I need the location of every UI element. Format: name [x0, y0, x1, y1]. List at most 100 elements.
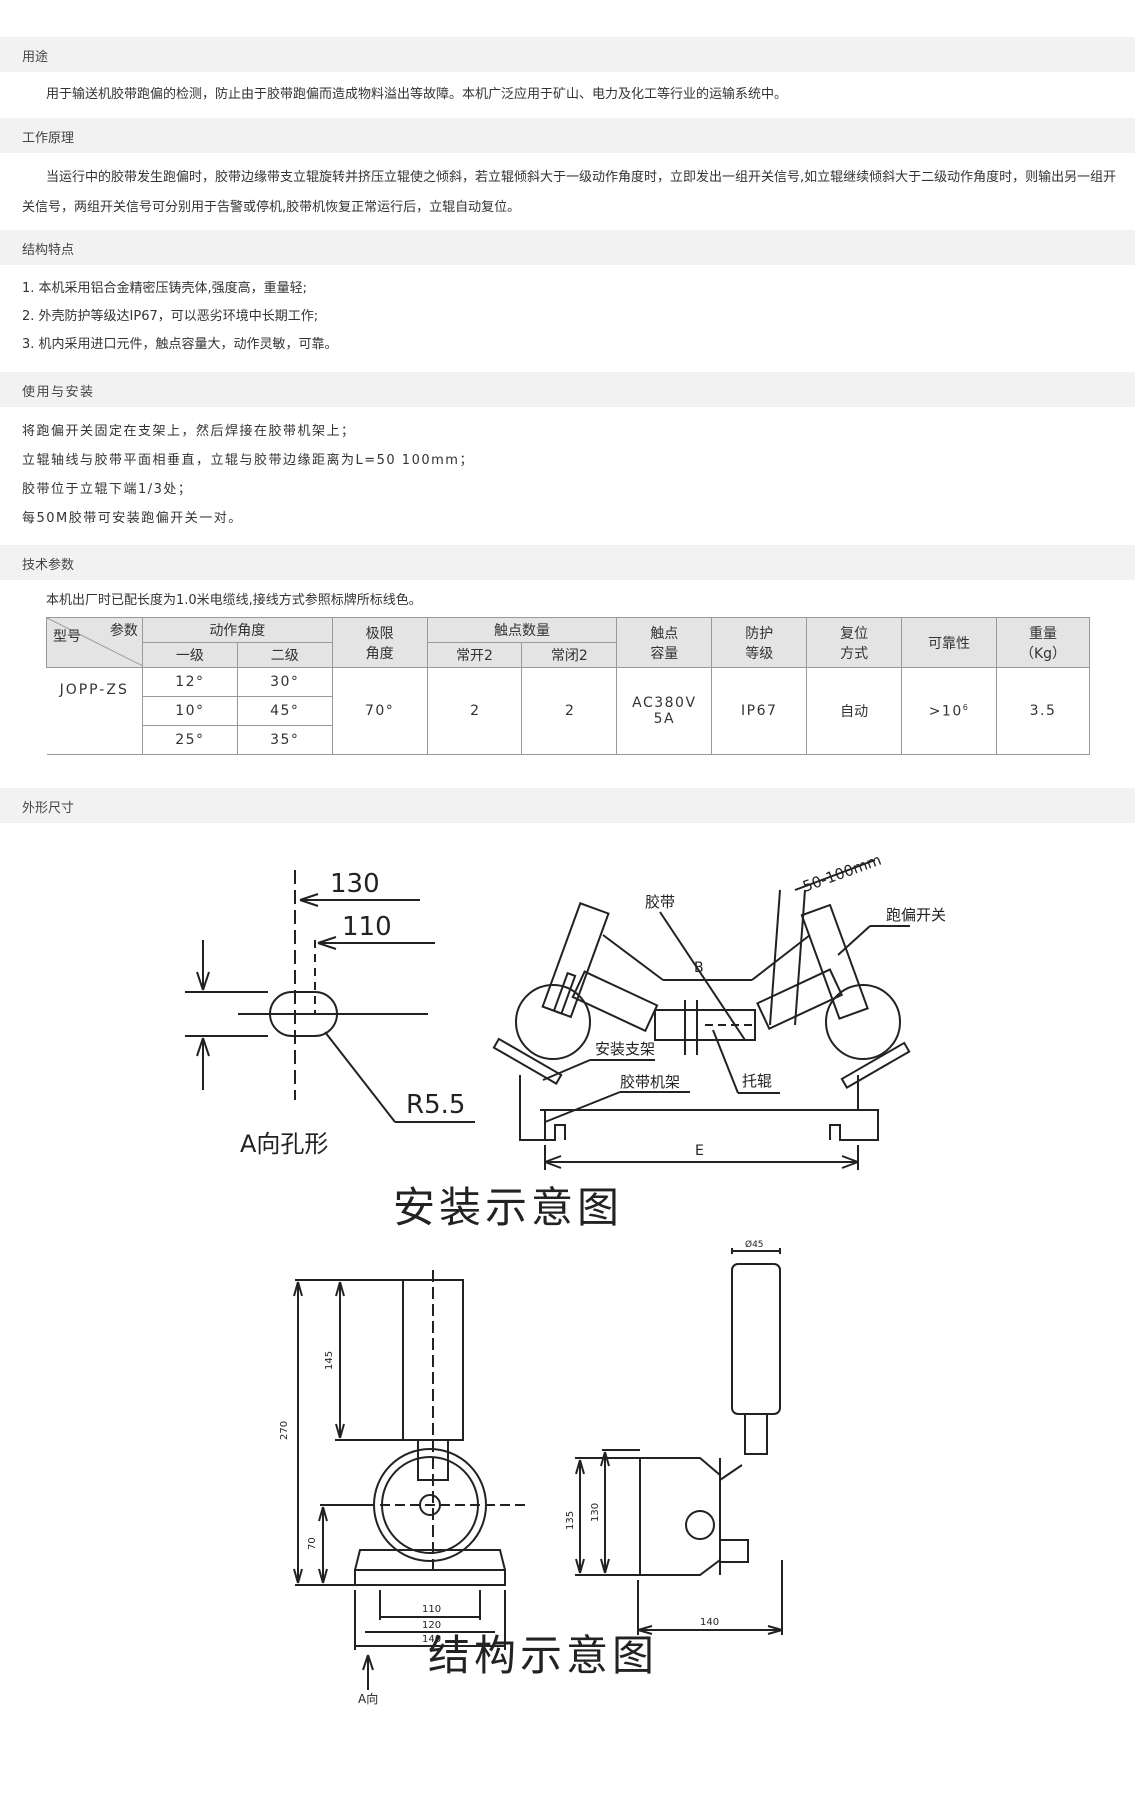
gap-label: 50-100mm	[800, 851, 884, 896]
dim-145-label: 145	[324, 1351, 335, 1370]
section-header-dims: 外形尺寸	[0, 788, 1135, 823]
side-nut	[719, 1539, 749, 1563]
header-reset-line2: 方式	[840, 645, 869, 662]
idler-leader	[712, 1029, 739, 1094]
cell-level2: 30°	[236, 667, 333, 697]
hole-caption: A向孔形	[240, 1130, 328, 1158]
dim-270-label: 270	[279, 1421, 290, 1440]
section-header-install: 使用与安装	[0, 372, 1135, 407]
header-level2: 二级	[236, 642, 333, 668]
section-title: 技术参数	[22, 558, 75, 573]
cell-level1: 10°	[141, 696, 238, 726]
header-no: 常开2	[426, 642, 523, 668]
structure-caption: 结构示意图	[428, 1631, 658, 1680]
belt-label: 胶带	[645, 893, 675, 911]
install-item-1: 将跑偏开关固定在支架上，然后焊接在胶带机架上；	[22, 424, 356, 439]
section-header-principle: 工作原理	[0, 118, 1135, 153]
left-roller	[541, 902, 610, 1019]
header-limit-line2: 角度	[365, 645, 394, 662]
section-header-usage: 用途	[0, 37, 1135, 72]
cell-protection: IP67	[711, 667, 808, 755]
dim-120-label: 120	[422, 1620, 441, 1631]
structure-item-2: 2. 外壳防护等级达IP67，可以恶劣环境中长期工作;	[22, 309, 319, 324]
install-item-4: 每50M胶带可安装跑偏开关一对。	[22, 511, 243, 526]
header-contacts: 触点数量	[426, 617, 618, 643]
cell-level2: 35°	[236, 725, 333, 755]
table-corner-cell: 参数 型号	[46, 617, 143, 668]
dim-130-label: 130	[330, 869, 380, 899]
section-title: 使用与安装	[22, 385, 95, 400]
header-protection-line2: 等级	[745, 645, 774, 662]
cell-level1: 25°	[141, 725, 238, 755]
idler-label: 托辊	[742, 1072, 772, 1090]
section-title: 用途	[22, 50, 49, 65]
cell-capacity-line1: AC380V	[632, 695, 697, 711]
left-bracket-plate	[492, 1037, 563, 1085]
header-weight: 重量（Kg）	[995, 617, 1091, 668]
header-weight-line1: 重量	[1028, 625, 1057, 642]
corner-param-label: 参数	[109, 623, 138, 639]
header-capacity-line1: 触点	[650, 625, 679, 642]
frame-left	[519, 1075, 566, 1141]
section-title: 外形尺寸	[22, 801, 75, 816]
left-inclined-idler	[571, 970, 659, 1033]
side-roller-body	[731, 1263, 781, 1415]
cell-capacity-line2: 5A	[653, 711, 676, 727]
dim-140a-label: 140	[422, 1634, 441, 1645]
header-level1: 一级	[141, 642, 238, 668]
frame-right	[829, 1109, 879, 1141]
cell-no: 2	[426, 667, 523, 755]
corner-diagonal	[47, 618, 143, 666]
structure-item-3: 3. 机内采用进口元件，触点容量大，动作灵敏，可靠。	[22, 337, 338, 352]
header-capacity: 触点容量	[616, 617, 713, 668]
dim-E-label: E	[695, 1143, 704, 1159]
structure-diagram: 270 145 70 110 120 140 A向 Ø45 135 130 14…	[279, 1240, 783, 1706]
header-protection: 防护等级	[711, 617, 808, 668]
side-shaft	[744, 1413, 768, 1455]
right-inclined-idler	[756, 968, 844, 1031]
reliability-exponent: 6	[962, 702, 970, 712]
right-roller	[800, 903, 869, 1020]
side-hub	[685, 1510, 715, 1540]
install-item-3: 胶带位于立辊下端1/3处；	[22, 482, 193, 497]
cell-level1: 12°	[141, 667, 238, 697]
left-switch-body	[515, 984, 591, 1060]
header-capacity-line2: 容量	[650, 645, 679, 662]
header-reset-line1: 复位	[840, 625, 869, 642]
header-limit-angle: 极限角度	[331, 617, 428, 668]
cell-nc: 2	[521, 667, 618, 755]
principle-text: 当运行中的胶带发生跑偏时，胶带边缘带支立辊旋转并挤压立辊使之倾斜，若立辊倾斜大于…	[22, 170, 1117, 215]
cell-reliability: >106	[901, 667, 997, 755]
install-item-2: 立辊轴线与胶带平面相垂直，立辊与胶带边缘距离为L=50 100mm；	[22, 453, 474, 468]
belt-leader	[659, 911, 746, 1041]
cell-level2: 45°	[236, 696, 333, 726]
dim-110-label: 110	[342, 912, 392, 942]
dim-140b-label: 140	[700, 1617, 719, 1628]
section-title: 工作原理	[22, 131, 75, 146]
radius-leader	[324, 1031, 396, 1123]
dim-130b-label: 130	[590, 1503, 601, 1522]
header-limit-line1: 极限	[365, 625, 394, 642]
bracket-label: 安装支架	[595, 1040, 655, 1058]
section-header-structure: 结构特点	[0, 230, 1135, 265]
right-switch-body	[825, 984, 901, 1060]
right-bracket-plate	[840, 1041, 911, 1089]
view-a-label: A向	[358, 1691, 378, 1706]
center-idler	[654, 1009, 756, 1041]
switch-label: 跑偏开关	[886, 906, 946, 924]
belt-left-slope	[602, 934, 664, 981]
side-housing	[639, 1457, 721, 1576]
front-base	[354, 1569, 506, 1586]
tech-note: 本机出厂时已配长度为1.0米电缆线,接线方式参照标牌所标线色。	[46, 593, 422, 608]
spec-table: 参数 型号 动作角度 极限角度 触点数量 触点容量 防护等级 复位方式 可靠性 …	[46, 617, 1091, 755]
install-caption: 安装示意图	[393, 1183, 623, 1232]
header-action-angle: 动作角度	[141, 617, 333, 643]
cell-limit: 70°	[331, 667, 428, 755]
cell-weight: 3.5	[995, 667, 1091, 755]
usage-text: 用于输送机胶带跑偏的检测，防止由于胶带跑偏而造成物料溢出等故障。本机广泛应用于矿…	[46, 87, 788, 102]
corner-model-label: 型号	[53, 629, 81, 645]
header-reliability: 可靠性	[901, 617, 997, 668]
dim-70-label: 70	[307, 1537, 318, 1550]
installation-diagram: 130 110 R5.5 A向孔形 胶带 50-100mm 跑偏开关 B 安装支…	[185, 851, 946, 1232]
